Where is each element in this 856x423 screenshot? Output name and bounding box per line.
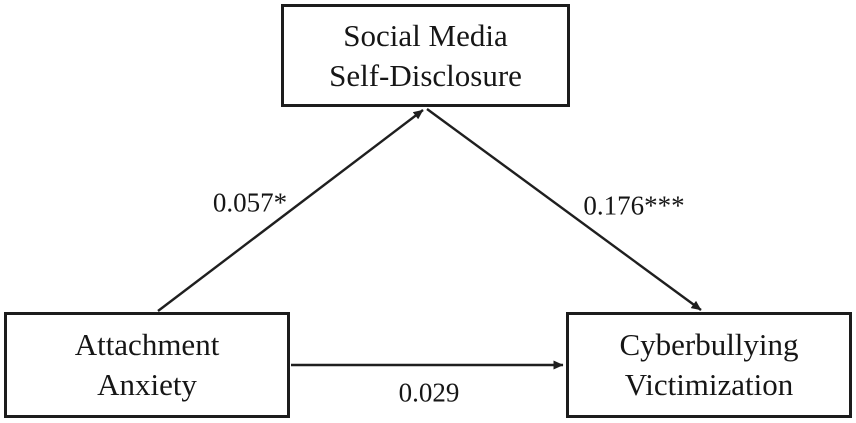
node-cyberbullying-victimization: Cyberbullying Victimization: [566, 312, 852, 418]
path-coefficient-c: 0.029: [398, 377, 460, 408]
arrow-predictor-to-mediator: [157, 109, 424, 312]
node-attachment-anxiety: Attachment Anxiety: [4, 312, 290, 418]
arrow-mediator-to-outcome: [426, 108, 702, 311]
path-coefficient-a: 0.057*: [212, 187, 288, 218]
node-social-media-self-disclosure: Social Media Self-Disclosure: [281, 4, 570, 107]
path-coefficient-b: 0.176***: [583, 190, 685, 221]
